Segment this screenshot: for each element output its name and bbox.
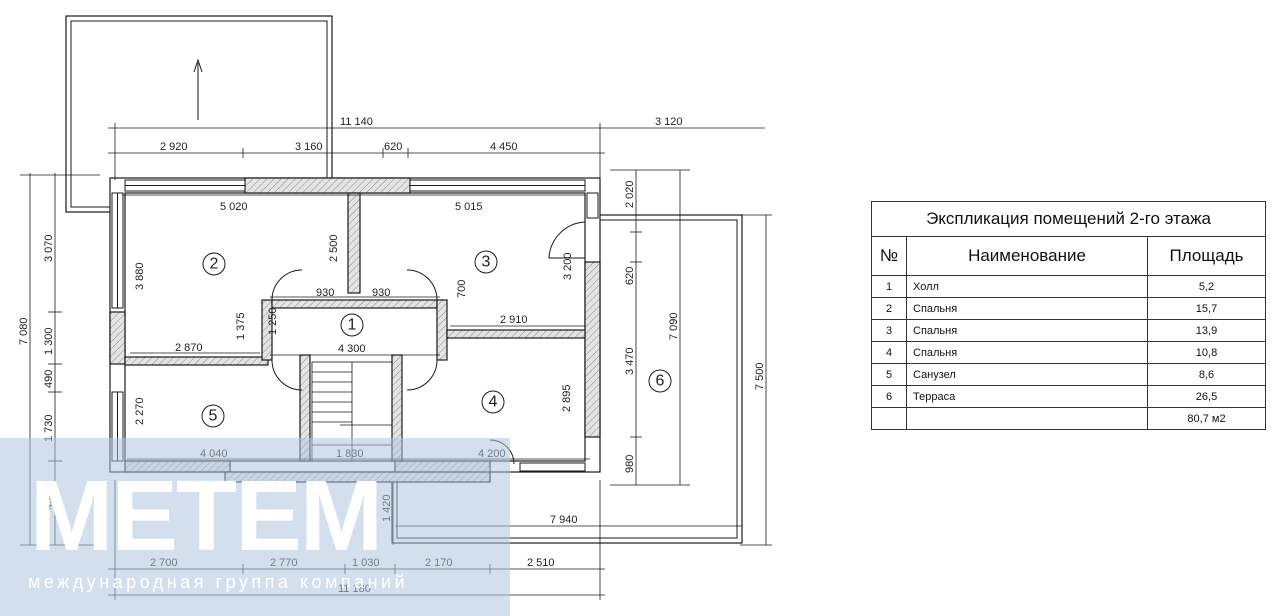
table-row: 2 Спальня 15,7 — [871, 297, 1266, 320]
dim-room3-height: 3 200 — [562, 252, 574, 280]
dim-porch-depth: 1 420 — [381, 494, 393, 522]
dim-left-total: 7 080 — [18, 317, 30, 345]
dim-terrace-top: 3 120 — [655, 116, 683, 128]
dim-top-seg-4: 4 450 — [490, 141, 518, 153]
header-area: Площадь — [1147, 236, 1266, 276]
row-area: 10,8 — [1147, 341, 1266, 364]
row-name: Спальня — [906, 341, 1148, 364]
dim-terrace-depth: 7 500 — [754, 362, 766, 390]
dim-right-seg-4: 980 — [624, 455, 636, 473]
dim-left-seg-4: 1 730 — [43, 414, 55, 442]
dim-top-seg-1: 2 920 — [160, 141, 188, 153]
dim-bottom-seg-3: 1 030 — [352, 557, 380, 569]
row-number: 4 — [871, 341, 907, 364]
dim-hall-width: 4 300 — [338, 343, 366, 355]
dim-room3-bottom: 2 910 — [500, 314, 528, 326]
table-row: 4 Спальня 10,8 — [871, 341, 1266, 364]
dim-top-seg-2: 3 160 — [295, 141, 323, 153]
room-marker-3: 3 — [482, 254, 491, 271]
windows — [111, 179, 599, 472]
row-area: 13,9 — [1147, 319, 1266, 342]
dim-room4-depth: 2 895 — [561, 384, 573, 412]
row-name: Спальня — [906, 319, 1148, 342]
dim-right-seg-2: 620 — [624, 267, 636, 285]
dim-bottom-seg-4: 2 170 — [425, 557, 453, 569]
row-name: Спальня — [906, 297, 1148, 320]
room-marker-5: 5 — [209, 408, 218, 425]
dim-overall-bottom: 11 180 — [338, 583, 371, 595]
dim-left-seg-1: 3 070 — [43, 234, 55, 262]
room-marker-1: 1 — [348, 317, 357, 334]
total-area: 80,7 м2 — [1147, 407, 1266, 430]
header-name: Наименование — [906, 236, 1148, 276]
row-name: Холл — [906, 275, 1148, 298]
table-row: 1 Холл 5,2 — [871, 275, 1266, 298]
row-number: 5 — [871, 363, 907, 386]
room-marker-4: 4 — [489, 394, 498, 411]
dim-right-seg-1: 2 020 — [624, 180, 636, 208]
dim-hall-seg-a: 930 — [316, 287, 334, 299]
dim-hall-depth-a: 1 375 — [235, 312, 247, 340]
table-row: 3 Спальня 13,9 — [871, 319, 1266, 342]
row-number: 6 — [871, 385, 907, 408]
dim-house-depth: 7 090 — [668, 312, 680, 340]
row-area: 8,6 — [1147, 363, 1266, 386]
dim-bottom-seg-5: 2 510 — [527, 557, 555, 569]
row-number: 2 — [871, 297, 907, 320]
row-name: Санузел — [906, 363, 1148, 386]
dim-overall-top: 11 140 — [340, 116, 373, 128]
room-marker-2: 2 — [210, 256, 219, 273]
dim-room3-side: 700 — [456, 280, 468, 298]
dim-room3-width: 5 015 — [455, 201, 483, 213]
dim-room5-depth: 2 270 — [134, 397, 146, 425]
row-area: 26,5 — [1147, 385, 1266, 408]
table-row: 6 Терраса 26,5 — [871, 385, 1266, 408]
room-marker-6: 6 — [656, 373, 665, 390]
dim-hall-seg-b: 930 — [372, 287, 390, 299]
row-number: 3 — [871, 319, 907, 342]
dim-room2-depth: 3 880 — [134, 262, 146, 290]
row-area: 15,7 — [1147, 297, 1266, 320]
dim-left-seg-3: 490 — [43, 370, 55, 388]
dim-room3-depth: 2 500 — [328, 234, 340, 262]
dim-room5-width: 4 040 — [200, 448, 228, 460]
table-row: 5 Санузел 8,6 — [871, 363, 1266, 386]
dim-hall-depth-b: 1 250 — [267, 307, 279, 335]
room-schedule-table: Экспликация помещений 2-го этажа № Наиме… — [871, 201, 1266, 430]
room-markers — [201, 250, 672, 428]
row-name: Терраса — [906, 385, 1148, 408]
dim-room4-width: 4 200 — [478, 448, 506, 460]
dim-room2-bottom: 2 870 — [175, 342, 203, 354]
header-number: № — [871, 236, 907, 276]
dim-bottom-seg-1: 2 700 — [150, 557, 178, 569]
row-number: 1 — [871, 275, 907, 298]
table-caption: Экспликация помещений 2-го этажа — [871, 201, 1266, 237]
row-area: 5,2 — [1147, 275, 1266, 298]
dim-top-seg-3: 620 — [384, 141, 402, 153]
dim-left-seg-2: 1 300 — [43, 327, 55, 355]
dim-bottom-seg-2: 2 770 — [270, 557, 298, 569]
dim-room2-width: 5 020 — [220, 201, 248, 213]
dim-stair-width: 1 830 — [336, 448, 364, 460]
table-total-row: 80,7 м2 — [871, 407, 1266, 430]
dim-terrace-width: 7 940 — [550, 514, 578, 526]
dim-left-seg-5: 490 — [43, 492, 55, 510]
dim-right-seg-3: 3 470 — [624, 347, 636, 375]
